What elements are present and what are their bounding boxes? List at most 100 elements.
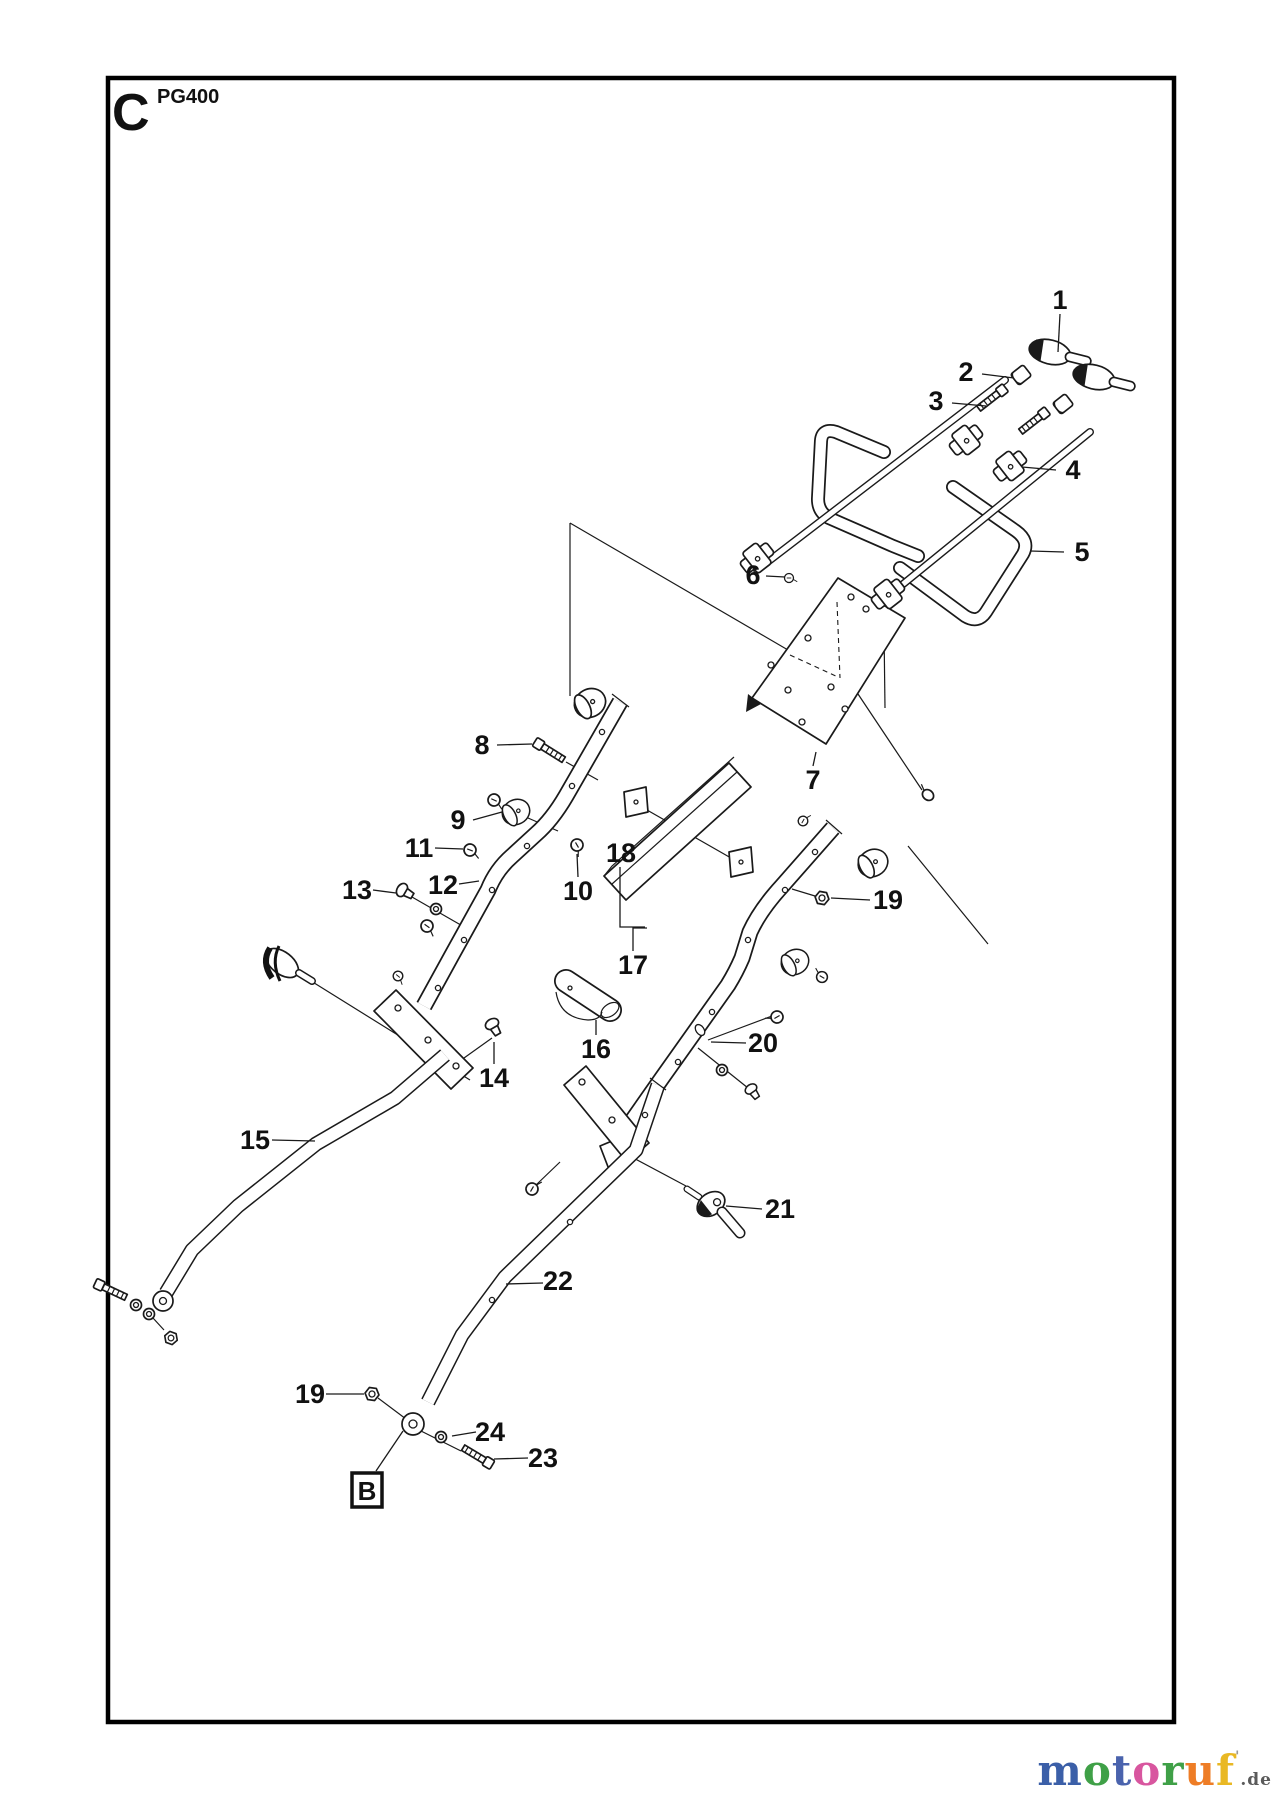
callout-label-16: 16 <box>581 1034 611 1064</box>
callout-label-9: 9 <box>450 805 465 835</box>
watermark-letter: o <box>1132 1746 1162 1795</box>
callout-label-12: 12 <box>428 870 458 900</box>
knob <box>1068 359 1139 400</box>
bolt <box>92 1277 129 1303</box>
callout-label-2: 2 <box>958 357 973 387</box>
rail-upper-left <box>416 693 630 1011</box>
callout-leader-20 <box>710 1041 747 1044</box>
callout-leader-3 <box>951 402 987 407</box>
rubber-damper <box>852 843 894 883</box>
wedge-clamp <box>728 846 754 878</box>
callout-label-15: 15 <box>240 1125 270 1155</box>
screw <box>417 916 441 939</box>
callout-label-17: 17 <box>618 950 648 980</box>
axis-line <box>463 1037 493 1059</box>
callout-leader-22 <box>505 1282 544 1285</box>
callout-label-8: 8 <box>474 730 489 760</box>
handle-shaft-left <box>753 376 1009 574</box>
callout-label-11: 11 <box>405 833 434 863</box>
rail-lower-left <box>152 1049 450 1312</box>
bolt <box>1016 405 1052 437</box>
callout-label-14: 14 <box>479 1063 509 1093</box>
callout-leader-15 <box>271 1139 316 1142</box>
watermark-trademark: ' <box>1235 1749 1241 1765</box>
axis-line <box>791 888 816 897</box>
callout-label-23: 23 <box>528 1443 558 1473</box>
handlebar-upper-loop <box>811 424 925 563</box>
washer <box>142 1307 156 1321</box>
screw <box>795 810 813 829</box>
plug <box>742 1080 764 1103</box>
spacer <box>1051 392 1075 416</box>
callout-leader-24 <box>451 1431 477 1437</box>
handle-shaft-right <box>882 428 1094 602</box>
spacer <box>1009 363 1033 387</box>
callout-leader-5 <box>1029 550 1065 553</box>
roller-grip <box>554 969 622 1022</box>
callout-label-6: 6 <box>745 560 760 590</box>
support-bar <box>603 756 752 901</box>
washer <box>429 902 443 916</box>
nut <box>813 889 831 907</box>
callout-leader-4 <box>1021 466 1057 471</box>
callouts: 1234567891011121314151617181920212219242… <box>240 285 1090 1473</box>
washer <box>715 1063 729 1077</box>
callout-leader-9 <box>472 811 503 821</box>
callout-label-20: 20 <box>748 1028 778 1058</box>
cable-knob <box>263 945 316 985</box>
callout-label-24: 24 <box>475 1417 505 1447</box>
watermark-letter: m <box>1037 1746 1083 1795</box>
washer <box>129 1298 143 1312</box>
axis-line <box>535 1161 561 1186</box>
callout-label-3: 3 <box>928 386 943 416</box>
bolt <box>459 1442 496 1471</box>
callout-leader-19 <box>830 897 871 901</box>
callout-leader-21 <box>725 1205 763 1210</box>
diagram-line-art <box>92 334 1139 1471</box>
callout-leader-23 <box>493 1457 529 1460</box>
watermark-letter: f <box>1216 1746 1236 1795</box>
axis-line <box>377 1397 407 1420</box>
callout-label-13: 13 <box>342 875 372 905</box>
nut <box>363 1386 381 1402</box>
callout-leader-18 <box>619 867 645 928</box>
reference-box-label: B <box>358 1476 377 1506</box>
washer <box>434 1430 448 1444</box>
callout-label-10: 10 <box>563 876 593 906</box>
callout-label-22: 22 <box>543 1266 573 1296</box>
screw <box>567 835 589 859</box>
watermark-suffix: .de <box>1240 1770 1272 1790</box>
nut <box>161 1329 181 1347</box>
callout-label-7: 7 <box>805 765 820 795</box>
wedge-clamp <box>623 786 649 818</box>
watermark-letter: u <box>1184 1746 1216 1795</box>
reference-box: B <box>350 1430 404 1509</box>
handlebar-lower-loop <box>893 480 1033 627</box>
axis-line <box>707 1015 773 1041</box>
axis-line <box>152 1317 165 1331</box>
construction-line <box>907 845 989 945</box>
callout-label-21: 21 <box>765 1194 795 1224</box>
callout-leader-10 <box>576 853 579 878</box>
callout-label-5: 5 <box>1074 537 1089 567</box>
construction-line <box>569 522 789 651</box>
callout-leader-7 <box>812 751 817 767</box>
rail-lower-right <box>401 1077 667 1436</box>
screw <box>809 966 831 986</box>
callout-label-19: 19 <box>873 885 903 915</box>
rubber-damper <box>497 793 535 831</box>
callout-label-19: 19 <box>295 1379 325 1409</box>
callout-leader-8 <box>496 743 533 746</box>
callout-label-1: 1 <box>1052 285 1067 315</box>
callout-leader-12 <box>458 880 480 885</box>
section-letter: C <box>112 84 150 142</box>
callout-label-18: 18 <box>606 838 636 868</box>
screw <box>522 1175 544 1199</box>
page-border <box>105 75 1177 1725</box>
screw <box>783 572 798 584</box>
callout-leader-17 <box>632 927 647 951</box>
callout-leader-2 <box>981 373 1015 379</box>
plug <box>393 880 417 903</box>
